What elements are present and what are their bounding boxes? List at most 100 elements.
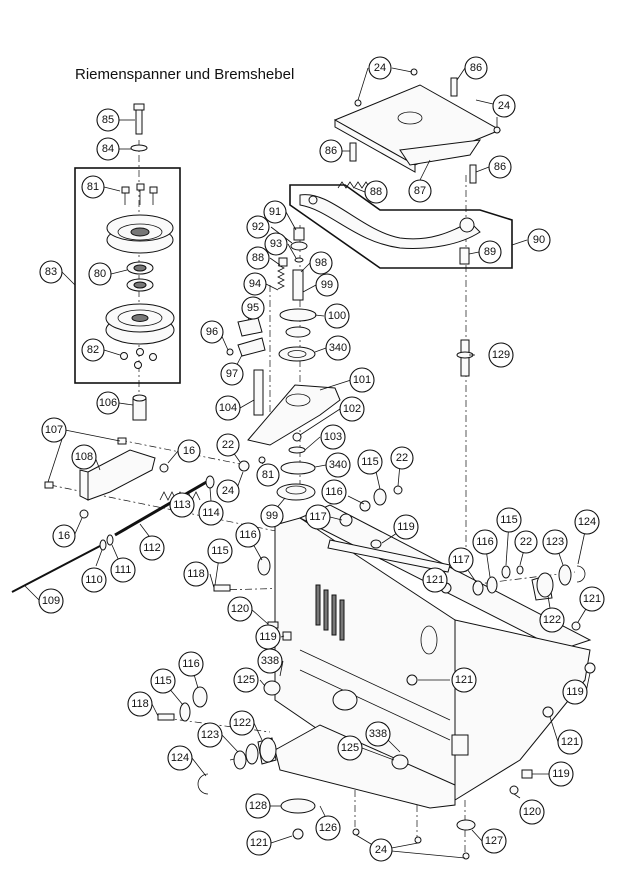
svg-text:115: 115 (154, 675, 172, 687)
callout-24: 24 (369, 838, 393, 862)
callout-115: 115 (357, 449, 383, 475)
callout-119: 119 (255, 624, 281, 650)
callout-340: 340 (325, 452, 351, 478)
svg-text:94: 94 (249, 278, 261, 290)
callout-126: 126 (315, 815, 341, 841)
callout-22: 22 (514, 530, 538, 554)
callout-120: 120 (227, 596, 253, 622)
pin-set-icon (349, 77, 477, 184)
svg-text:106: 106 (99, 397, 117, 409)
callout-121: 121 (557, 729, 583, 755)
callout-118: 118 (127, 691, 153, 717)
callout-93: 93 (264, 232, 288, 256)
callout-338: 338 (257, 648, 283, 674)
callout-125: 125 (337, 735, 363, 761)
brake-link-icon (226, 317, 266, 357)
svg-text:338: 338 (261, 655, 279, 667)
callout-340: 340 (325, 335, 351, 361)
callout-99: 99 (260, 504, 284, 528)
idler-stack-icon (278, 227, 317, 362)
svg-text:85: 85 (102, 114, 114, 126)
callout-87: 87 (408, 179, 432, 203)
svg-text:121: 121 (583, 593, 601, 605)
svg-text:22: 22 (520, 536, 532, 548)
callout-bubbles: 85 84 81 83 80 82 106 24 86 24 86 86 87 … (38, 56, 605, 862)
svg-text:16: 16 (58, 530, 70, 542)
callout-123: 123 (197, 722, 223, 748)
svg-text:97: 97 (226, 368, 238, 380)
svg-text:118: 118 (187, 568, 205, 580)
pivot-bushing-icon (459, 247, 470, 265)
svg-text:22: 22 (222, 439, 234, 451)
svg-text:115: 115 (500, 514, 518, 526)
callout-109: 109 (38, 588, 64, 614)
callout-122: 122 (229, 710, 255, 736)
callout-104: 104 (215, 395, 241, 421)
svg-text:100: 100 (328, 310, 346, 322)
callout-95: 95 (241, 296, 265, 320)
callout-108: 108 (71, 444, 97, 470)
svg-text:90: 90 (533, 234, 545, 246)
svg-text:22: 22 (396, 452, 408, 464)
svg-text:117: 117 (452, 554, 470, 566)
chassis-frame-icon (274, 504, 592, 809)
left-bushing-stack-icon (157, 686, 277, 795)
callout-103: 103 (320, 424, 346, 450)
svg-text:340: 340 (329, 342, 347, 354)
callout-102: 102 (339, 396, 365, 422)
nut-icon (238, 460, 250, 472)
svg-text:128: 128 (249, 800, 267, 812)
callout-90: 90 (527, 228, 551, 252)
svg-text:99: 99 (321, 279, 333, 291)
svg-text:116: 116 (325, 486, 343, 498)
callout-129: 129 (488, 342, 514, 368)
callout-112: 112 (139, 535, 165, 561)
svg-text:91: 91 (269, 206, 281, 218)
svg-text:121: 121 (455, 674, 473, 686)
callout-110: 110 (81, 567, 107, 593)
callout-85: 85 (96, 108, 120, 132)
svg-text:115: 115 (211, 545, 229, 557)
tension-spring-icon (337, 181, 371, 189)
svg-text:88: 88 (252, 252, 264, 264)
callout-118: 118 (183, 561, 209, 587)
svg-text:88: 88 (370, 186, 382, 198)
svg-text:127: 127 (485, 835, 503, 847)
svg-text:115: 115 (361, 456, 379, 468)
svg-text:16: 16 (183, 445, 195, 457)
mounting-plate-icon (333, 68, 502, 173)
svg-text:81: 81 (262, 469, 274, 481)
callout-117: 117 (448, 547, 474, 573)
callout-116: 116 (235, 522, 261, 548)
bolt-set-icon (121, 183, 158, 205)
callout-86: 86 (488, 155, 512, 179)
svg-text:104: 104 (219, 402, 237, 414)
lower-idler-stack-icon (276, 432, 316, 501)
callout-16: 16 (177, 439, 201, 463)
callout-119: 119 (548, 761, 574, 787)
spring-retainer-icon (278, 257, 288, 267)
upper-pulley-half-icon (106, 214, 174, 254)
svg-text:86: 86 (325, 145, 337, 157)
svg-text:87: 87 (414, 185, 426, 197)
callout-24: 24 (492, 94, 516, 118)
pulley-kit-box (74, 167, 181, 384)
callout-97: 97 (220, 362, 244, 386)
clip-icon (106, 534, 114, 546)
callout-89: 89 (478, 240, 502, 264)
callout-81: 81 (256, 463, 280, 487)
frame-fasteners-icon (213, 485, 596, 860)
callout-22: 22 (216, 433, 240, 457)
svg-text:119: 119 (566, 686, 584, 698)
callout-24: 24 (368, 56, 392, 80)
callout-91: 91 (263, 200, 287, 224)
callout-81: 81 (81, 175, 105, 199)
svg-text:92: 92 (252, 221, 264, 233)
svg-text:24: 24 (375, 844, 387, 856)
bearing-icon (126, 261, 154, 292)
svg-text:124: 124 (171, 752, 189, 764)
callout-116: 116 (321, 479, 347, 505)
spacer-sleeve-icon (132, 394, 147, 421)
svg-text:24: 24 (222, 485, 234, 497)
